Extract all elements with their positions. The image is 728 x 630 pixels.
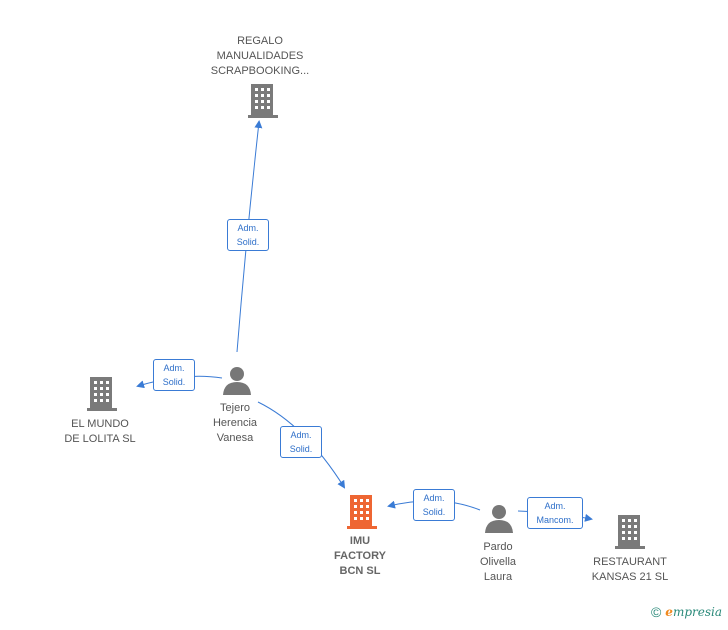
company-label-imu[interactable]: IMU FACTORY BCN SL <box>334 535 386 577</box>
edge-label-tejero-imu[interactable]: Adm. Solid. <box>280 426 322 458</box>
person-icon[interactable] <box>484 503 514 533</box>
company-label-mundo[interactable]: EL MUNDO DE LOLITA SL <box>64 418 136 445</box>
edge-label-pardo-imu[interactable]: Adm. Solid. <box>413 489 455 521</box>
edge-label-tejero-mundo[interactable]: Adm. Solid. <box>153 359 195 391</box>
brand-logo[interactable]: empresia <box>665 605 722 619</box>
person-label-pardo[interactable]: Pardo Olivella Laura <box>479 541 517 583</box>
edge-label-pardo-kansas[interactable]: Adm. Mancom. <box>527 497 583 529</box>
copyright-notice: © empresia <box>651 604 722 620</box>
building-icon[interactable] <box>247 84 279 118</box>
person-label-tejero[interactable]: Tejero Herencia Vanesa <box>212 402 258 444</box>
building-icon[interactable] <box>614 515 646 549</box>
building-icon[interactable] <box>86 377 118 411</box>
copyright-symbol: © <box>650 604 662 620</box>
building-icon[interactable] <box>346 495 378 529</box>
company-label-kansas[interactable]: RESTAURANT KANSAS 21 SL <box>591 556 669 583</box>
edge-label-tejero-regalo[interactable]: Adm. Solid. <box>227 219 269 251</box>
company-label-regalo[interactable]: REGALO MANUALIDADES SCRAPBOOKING... <box>210 35 310 77</box>
person-icon[interactable] <box>222 365 252 395</box>
